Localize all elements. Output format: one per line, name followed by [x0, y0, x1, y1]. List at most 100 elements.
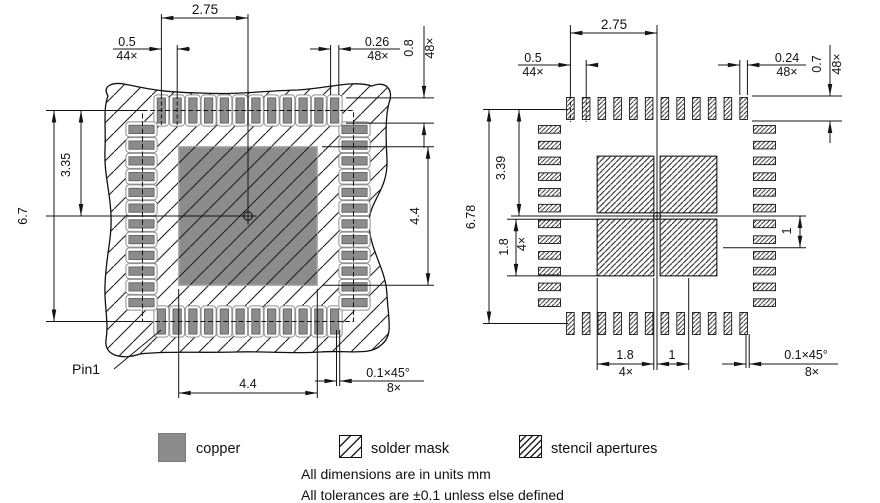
copper-pad: [128, 203, 155, 213]
dim-arrow: [149, 46, 162, 52]
stencil-aperture: [692, 97, 701, 120]
thermal-stencil-aperture: [596, 155, 655, 214]
dim-arrow: [827, 84, 833, 96]
dim-arrow: [425, 273, 431, 286]
center-mark: [239, 207, 257, 225]
dim-right-chamfer: 0.1×45°: [784, 348, 828, 362]
stencil-aperture: [597, 97, 607, 120]
stencil-aperture: [629, 312, 638, 335]
stencil-apertures-swatch: [519, 435, 542, 458]
stencil-aperture: [723, 97, 733, 120]
stencil-aperture: [753, 172, 776, 181]
dim-arrow: [78, 110, 84, 123]
stencil-aperture: [723, 312, 733, 335]
dim-arrow: [178, 390, 191, 396]
stencil-aperture: [597, 312, 607, 335]
copper-pad: [341, 282, 368, 292]
dim-left-half-body: 3.35: [59, 153, 73, 177]
stencil-aperture: [753, 298, 776, 307]
stencil-aperture: [629, 97, 638, 120]
stencil-aperture: [581, 312, 591, 335]
copper-pad: [128, 187, 155, 197]
copper-pad: [128, 124, 155, 134]
dim-left-thermal-height: 4.4: [408, 207, 422, 224]
copper-pad: [341, 187, 368, 197]
stencil-aperture: [538, 266, 561, 276]
dim-arrow: [645, 30, 657, 36]
tolerance-note: All tolerances are ±0.1 unless else defi…: [301, 487, 564, 503]
pin1-label: Pin1: [72, 361, 100, 377]
right-dimension-lines: [483, 25, 842, 370]
copper-pad: [341, 298, 368, 308]
dim-arrow: [797, 216, 803, 228]
left-dimension-lines: [46, 14, 434, 398]
dim-right-aperture-width-qty: 48×: [776, 65, 797, 79]
stencil-aperture: [538, 235, 561, 244]
stencil-aperture: [753, 140, 776, 150]
dim-left-pad-length: 0.8: [402, 39, 416, 56]
dim-arrow: [657, 361, 669, 367]
copper-pad: [341, 266, 368, 276]
copper-pad: [128, 156, 155, 166]
stencil-aperture: [613, 97, 622, 120]
stencil-aperture: [538, 125, 561, 134]
stencil-aperture: [660, 97, 670, 120]
stencil-aperture: [538, 282, 561, 292]
dim-left-pitch: 0.5: [118, 35, 135, 49]
stencil-aperture: [753, 219, 776, 229]
dim-arrow: [516, 109, 522, 122]
copper-pad: [128, 235, 155, 245]
stencil-aperture: [538, 219, 561, 229]
footprint-technical-drawing: 2.75 0.5 44× 0.26 48× 0.8 48× 3.35 6.7 4…: [16, 2, 844, 398]
units-note: All dimensions are in units mm: [301, 466, 491, 482]
stencil-aperture: [739, 97, 748, 120]
dim-arrow: [318, 46, 331, 52]
copper-pad: [128, 219, 155, 229]
dim-left-pad-length-qty: 48×: [423, 37, 437, 58]
dim-arrow: [305, 390, 318, 396]
stencil-aperture: [538, 298, 561, 307]
copper-pad: [128, 298, 155, 308]
dim-arrow: [676, 361, 689, 367]
stencil-aperture: [753, 251, 776, 260]
thermal-stencil-apertures: [596, 155, 718, 277]
dim-right-square-pitch-h: 1: [669, 348, 676, 362]
dim-left-overall: 6.7: [16, 207, 30, 224]
stencil-aperture: [613, 312, 622, 335]
stencil-aperture: [660, 312, 670, 335]
dim-right-overall: 6.78: [464, 205, 478, 229]
dim-arrow: [747, 62, 760, 68]
stencil-aperture: [707, 312, 717, 335]
dim-right-aperture-length: 0.7: [810, 55, 824, 72]
dim-arrow: [558, 62, 571, 68]
stencil-aperture: [538, 188, 561, 197]
dim-left-pad-width: 0.26: [365, 35, 389, 49]
copper-swatch: [158, 433, 186, 462]
stencil-aperture: [753, 203, 776, 213]
dim-arrow: [641, 361, 654, 367]
dim-arrow: [727, 62, 740, 68]
copper-pad: [341, 124, 368, 134]
center-mark: [649, 208, 665, 224]
copper-pad: [128, 172, 155, 182]
dim-right-span: 2.75: [601, 17, 627, 32]
dim-arrow: [797, 235, 803, 248]
dim-right-square-height: 1.8: [497, 238, 511, 255]
dim-left-chamfer: 0.1×45°: [366, 366, 410, 380]
dim-arrow: [570, 30, 583, 36]
dim-arrow: [236, 15, 248, 21]
dim-arrow: [177, 46, 190, 52]
stencil-apertures-legend-label: stencil apertures: [551, 441, 658, 457]
dim-right-aperture-length-qty: 48×: [830, 53, 844, 74]
dim-left-pad-width-qty: 48×: [367, 49, 388, 63]
dim-right-pitch-qty: 44×: [522, 65, 543, 79]
dim-arrow: [827, 121, 833, 133]
stencil-aperture: [753, 125, 776, 134]
dim-arrow: [486, 109, 492, 122]
stencil-aperture: [739, 312, 748, 335]
dim-arrow: [486, 311, 492, 324]
copper-legend-label: copper: [196, 441, 241, 457]
dim-left-thermal-width: 4.4: [239, 377, 256, 391]
copper-pad: [128, 282, 155, 292]
solder-mask-swatch: [339, 435, 362, 458]
